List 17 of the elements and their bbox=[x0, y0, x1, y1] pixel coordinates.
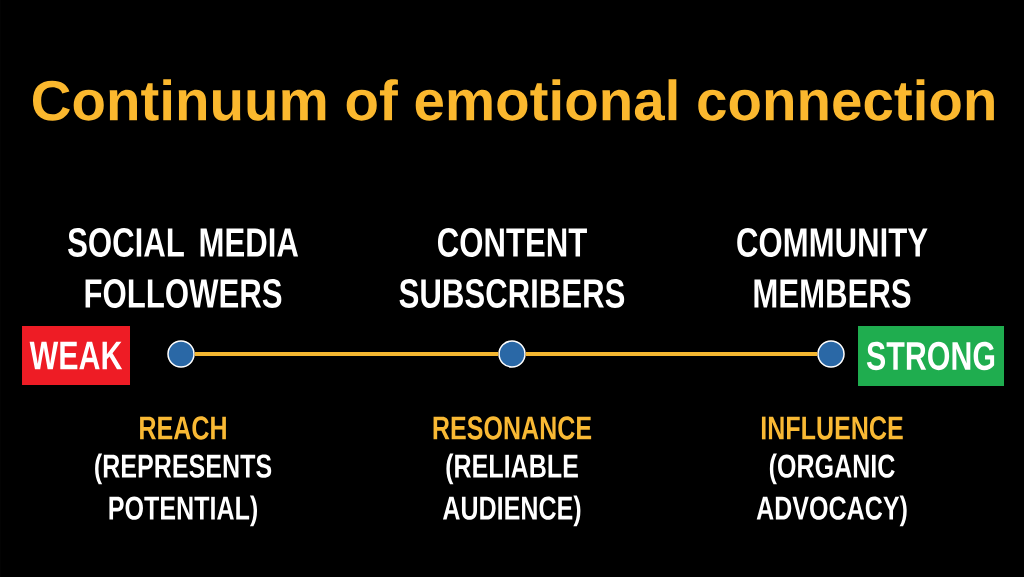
timeline-dot bbox=[167, 340, 195, 368]
connector-line bbox=[525, 352, 818, 356]
stage-description: (REPRESENTS POTENTIAL) bbox=[95, 453, 272, 527]
end-label-box: WEAK bbox=[22, 326, 130, 385]
timeline-dot bbox=[498, 340, 526, 368]
stage-keyword: RESONANCE bbox=[433, 416, 592, 440]
stage-keyword: REACH bbox=[140, 416, 226, 440]
stage-heading: SOCIAL MEDIA FOLLOWERS bbox=[68, 228, 299, 308]
timeline-dot bbox=[817, 340, 845, 368]
stage-heading: CONTENT SUBSCRIBERS bbox=[399, 228, 625, 308]
stage-description: (RELIABLE AUDIENCE) bbox=[442, 453, 581, 527]
connector-line bbox=[194, 352, 499, 356]
stage-keyword: INFLUENCE bbox=[761, 416, 903, 440]
end-label-box: STRONG bbox=[858, 326, 1004, 386]
stage-description: (ORGANIC ADVOCACY) bbox=[756, 453, 907, 527]
title: Continuum of emotional connection bbox=[33, 79, 994, 121]
stage-heading: COMMUNITY MEMBERS bbox=[737, 228, 928, 308]
